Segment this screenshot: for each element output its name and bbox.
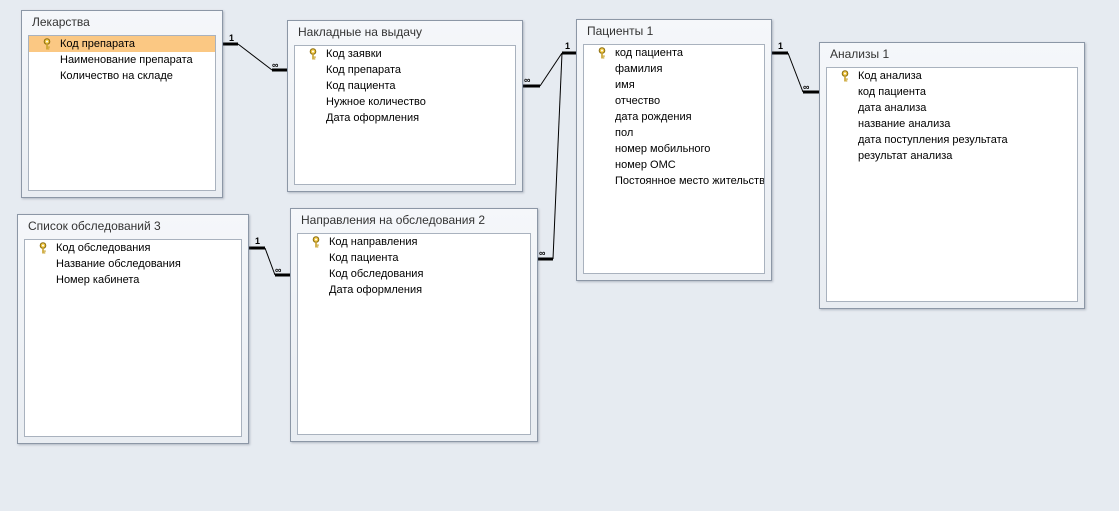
primary-key-icon bbox=[840, 70, 850, 82]
rel-4-one-label: 1 bbox=[778, 41, 783, 51]
field-row[interactable]: код пациента bbox=[858, 86, 927, 98]
field-row[interactable]: номер мобильного bbox=[615, 143, 711, 155]
field-list[interactable]: код пациента фамилия имя отчество дата р… bbox=[583, 44, 765, 274]
field-row[interactable]: Количество на складе bbox=[60, 70, 173, 82]
field-row[interactable]: Название обследования bbox=[56, 258, 181, 270]
field-row[interactable]: Код препарата bbox=[326, 64, 402, 76]
table-lekarstva[interactable]: Лекарства Код препарата Наименование пре… bbox=[21, 10, 223, 198]
field-row[interactable]: дата поступления результата bbox=[858, 134, 1008, 146]
relationship-pacienty-napravleniya[interactable] bbox=[537, 52, 563, 261]
rel-2-many-label: ∞ bbox=[524, 75, 531, 85]
field-list[interactable]: Код заявки Код препарата Код пациента Ну… bbox=[294, 45, 516, 185]
table-analizy[interactable]: Анализы 1 Код анализа код пациента дата … bbox=[819, 42, 1085, 309]
primary-key-icon bbox=[597, 47, 607, 59]
table-napravleniya[interactable]: Направления на обследования 2 Код направ… bbox=[290, 208, 538, 442]
table-title[interactable]: Пациенты 1 bbox=[587, 24, 654, 38]
field-row[interactable]: код пациента bbox=[584, 45, 764, 61]
field-row[interactable]: Код направления bbox=[298, 234, 530, 250]
field-row[interactable]: имя bbox=[615, 79, 635, 91]
field-list[interactable]: Код анализа код пациента дата анализа на… bbox=[826, 67, 1078, 302]
rel-1-one-label: 1 bbox=[229, 33, 234, 43]
field-row[interactable]: Код заявки bbox=[295, 46, 515, 62]
table-pacienty[interactable]: Пациенты 1 код пациента фамилия имя отче… bbox=[576, 19, 772, 281]
primary-key-icon bbox=[308, 48, 318, 60]
table-spisok-obsledovaniy[interactable]: Список обследований 3 Код обследования Н… bbox=[17, 214, 249, 444]
field-row[interactable]: результат анализа bbox=[858, 150, 953, 162]
primary-key-icon bbox=[38, 242, 48, 254]
field-row[interactable]: Код пациента bbox=[329, 252, 399, 264]
table-title[interactable]: Лекарства bbox=[32, 15, 90, 29]
field-row[interactable]: Код обследования bbox=[25, 240, 241, 256]
field-list[interactable]: Код направления Код пациента Код обследо… bbox=[297, 233, 531, 435]
rel-1-many-label: ∞ bbox=[272, 60, 279, 70]
rel-3-many-label: ∞ bbox=[539, 248, 546, 258]
field-row[interactable]: Постоянное место жительства bbox=[615, 175, 765, 187]
field-row[interactable]: Нужное количество bbox=[326, 96, 426, 108]
table-title[interactable]: Направления на обследования 2 bbox=[301, 213, 486, 227]
field-label: Код обследования bbox=[56, 242, 151, 254]
rel-5-one-label: 1 bbox=[255, 236, 260, 246]
field-label: Код заявки bbox=[326, 48, 382, 60]
field-row[interactable]: Код анализа bbox=[827, 68, 1077, 84]
table-nakladnye[interactable]: Накладные на выдачу Код заявки Код препа… bbox=[287, 20, 523, 192]
rel-2-one-label: 1 bbox=[565, 41, 570, 51]
field-row[interactable]: название анализа bbox=[858, 118, 951, 130]
field-row[interactable]: Код препарата bbox=[29, 36, 215, 52]
field-row[interactable]: Код обследования bbox=[329, 268, 424, 280]
field-row[interactable]: отчество bbox=[615, 95, 661, 107]
table-title[interactable]: Анализы 1 bbox=[830, 47, 890, 61]
field-row[interactable]: дата анализа bbox=[858, 102, 927, 114]
table-title[interactable]: Список обследований 3 bbox=[28, 219, 161, 233]
field-row[interactable]: Код пациента bbox=[326, 80, 396, 92]
relationship-spisok-napravleniya[interactable] bbox=[248, 246, 291, 277]
relationship-pacienty-analizy[interactable] bbox=[771, 51, 820, 94]
relationship-lekarstva-nakladnye[interactable] bbox=[222, 42, 288, 72]
field-label: Код направления bbox=[329, 236, 418, 248]
field-row[interactable]: пол bbox=[615, 127, 634, 139]
field-row[interactable]: дата рождения bbox=[615, 111, 692, 123]
primary-key-icon bbox=[311, 236, 321, 248]
field-list[interactable]: Код препарата Наименование препарата Кол… bbox=[28, 35, 216, 191]
field-row[interactable]: фамилия bbox=[615, 63, 663, 75]
field-list[interactable]: Код обследования Название обследования Н… bbox=[24, 239, 242, 437]
field-row[interactable]: Наименование препарата bbox=[60, 54, 193, 66]
field-row[interactable]: номер ОМС bbox=[615, 159, 676, 171]
table-title[interactable]: Накладные на выдачу bbox=[298, 25, 422, 39]
field-label: Код препарата bbox=[60, 38, 136, 50]
rel-5-many-label: ∞ bbox=[275, 265, 282, 275]
primary-key-icon bbox=[42, 38, 52, 50]
rel-4-many-label: ∞ bbox=[803, 82, 810, 92]
field-row[interactable]: Дата оформления bbox=[329, 284, 423, 296]
field-row[interactable]: Номер кабинета bbox=[56, 274, 140, 286]
field-label: код пациента bbox=[615, 47, 684, 59]
field-label: Код анализа bbox=[858, 70, 922, 82]
relationship-pacienty-nakladnye[interactable] bbox=[522, 51, 577, 88]
field-row[interactable]: Дата оформления bbox=[326, 112, 420, 124]
